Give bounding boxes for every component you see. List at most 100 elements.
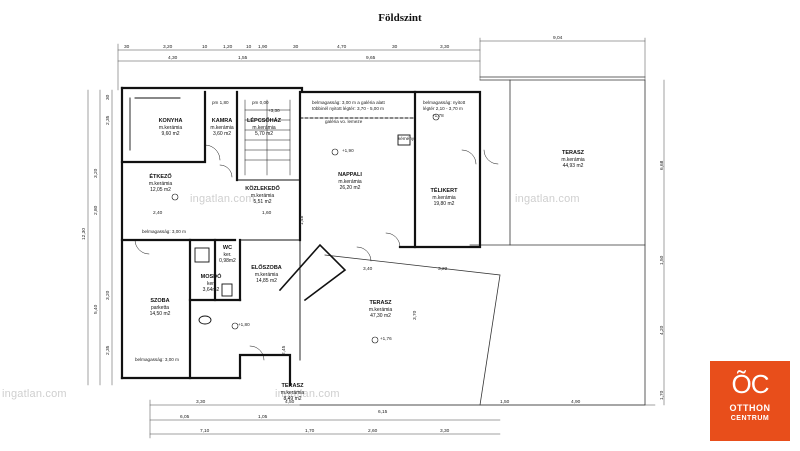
level-marker: +1,90 [342, 148, 354, 153]
ceiling-note: belmagasság: 3,00 m a galéria alatt [312, 100, 385, 105]
dimension-label: 1,48 [300, 215, 305, 225]
room-area: 47,30 m2 [370, 313, 391, 319]
dimension-label: 4,30 [168, 56, 178, 61]
room-nappali: NAPPALI m.kerámia 26,20 m2 [325, 172, 375, 192]
dimension-label: 3,20 [94, 168, 99, 178]
watermark: ingatlan.com [2, 388, 67, 400]
room-name: TÉLIKERT [430, 188, 458, 194]
room-name: TERASZ [281, 383, 304, 389]
dimension-label: 1,70 [305, 429, 315, 434]
dimension-label: 2,35 [106, 115, 111, 125]
room-name: LÉPCSŐHÁZ [247, 118, 281, 124]
dimension-label: 1,90 [258, 45, 268, 50]
room-name: TERASZ [369, 300, 392, 306]
ceiling-note: légtér 2,10 - 3,70 m [423, 106, 463, 111]
room-mosdo: MOSDÓ ker. 3,64m2 [197, 274, 225, 294]
dimension-label: 3,30 [440, 45, 450, 50]
room-floor: m.kerámia [561, 156, 585, 163]
ceiling-note: belmagasság: 3,00 m [135, 357, 179, 362]
room-floor: ker. [223, 251, 232, 258]
room-floor: m.kerámia [148, 180, 173, 187]
dimension-label: 2,60 [368, 429, 378, 434]
dimension-label: 3,22 [438, 267, 448, 272]
level-marker: pm 0,00 [252, 100, 269, 105]
gallery-note: galéria vo. lemeze [325, 119, 363, 124]
ceiling-note: többinél nyitott légtér: 3,70 - 5,00 m [312, 106, 385, 111]
dimension-label: 12,30 [82, 227, 87, 240]
room-floor: m.kerámia [432, 194, 456, 201]
level-marker: +3,30 [268, 108, 280, 113]
watermark: ingatlan.com [190, 193, 255, 205]
dimension-label: 6,68 [660, 160, 665, 170]
watermark: ingatlan.com [515, 193, 580, 205]
dimension-label: 9,65 [366, 56, 376, 61]
dimension-label: 1,20 [223, 45, 233, 50]
room-name: ELŐSZOBA [251, 265, 282, 271]
dimension-label: 3,70 [413, 310, 418, 320]
room-floor: m.kerámia [254, 271, 279, 278]
dimension-label: 4,50 [285, 400, 295, 405]
room-area: 0,98m2 [219, 258, 236, 264]
dimension-label: 9,04 [553, 36, 563, 41]
dimension-label: 6,15 [378, 410, 388, 415]
dimension-label: 5,40 [94, 304, 99, 314]
ceiling-note: belmagasság: nyitott [423, 100, 466, 105]
dimension-label: 1,70 [660, 390, 665, 400]
room-terasz-north: TERASZ m.kerámia 44,93 m2 [548, 150, 598, 170]
level-marker: +1,78 [432, 113, 444, 118]
dimension-label: 6,05 [180, 415, 190, 420]
dimension-label: 2,80 [94, 205, 99, 215]
dimension-label: 1,55 [238, 56, 248, 61]
room-area: 3,60 m2 [212, 131, 232, 137]
room-floor: m.kerámia [252, 124, 276, 131]
room-area: 3,64m2 [202, 287, 220, 293]
dimension-label: 3,30 [440, 429, 450, 434]
room-name: ÉTKEZŐ [149, 174, 172, 180]
room-area: 19,80 m2 [433, 201, 455, 207]
room-area: 9,60 m2 [161, 131, 180, 137]
room-name: NAPPALI [338, 172, 362, 178]
room-area: 14,85 m2 [256, 278, 277, 284]
chimney-label: kémény [398, 136, 415, 141]
level-marker: +1,80 [238, 322, 250, 327]
dimension-label: 30 [106, 94, 111, 100]
room-szoba: SZOBA parketta 14,50 m2 [140, 298, 180, 318]
dimension-label: 3,20 [106, 290, 111, 300]
room-floor: m.kerámia [210, 124, 234, 131]
room-area: 26,20 m2 [339, 185, 361, 191]
room-eloszoba: ELŐSZOBA m.kerámia 14,85 m2 [244, 265, 289, 285]
otthon-centrum-logo: ÕC OTTHON CENTRUM [710, 361, 790, 441]
room-terasz-middle: TERASZ m.kerámia 47,30 m2 [358, 300, 403, 320]
room-name: MOSDÓ [200, 274, 222, 280]
room-name: TERASZ [562, 150, 584, 156]
ceiling-note: belmagasság: 3,00 m [142, 229, 186, 234]
dimension-label: 1,60 [262, 211, 272, 216]
room-area: 5,70 m2 [254, 131, 274, 137]
dimension-label: 2,35 [106, 345, 111, 355]
dimension-label: 4,70 [337, 45, 347, 50]
dimension-label: 4,20 [660, 325, 665, 335]
level-marker: +1,76 [380, 336, 392, 341]
room-floor: m.kerámia [368, 306, 393, 313]
room-kamra: KAMRA m.kerámia 3,60 m2 [206, 118, 238, 138]
level-marker: pm 1,80 [212, 100, 229, 105]
dimension-label: 30 [124, 45, 130, 50]
room-area: 14,50 m2 [149, 311, 171, 317]
room-name: WC [222, 245, 233, 251]
room-area: 5,51 m2 [253, 199, 272, 205]
dimension-label: 7,10 [200, 429, 210, 434]
room-kozlekedo: KÖZLEKEDŐ m.kerámia 5,51 m2 [240, 186, 285, 206]
room-wc: WC ker. 0,98m2 [215, 245, 240, 265]
dimension-label: 2,40 [153, 211, 163, 216]
room-floor: ker. [206, 280, 216, 287]
room-floor: m.kerámia [338, 178, 362, 185]
room-lepcsohaz: LÉPCSŐHÁZ m.kerámia 5,70 m2 [240, 118, 288, 138]
dimension-label: 10 [202, 45, 208, 50]
room-etkezo: ÉTKEZŐ m.kerámia 12,05 m2 [138, 174, 183, 194]
dimension-label: 30 [293, 45, 299, 50]
dimension-label: 3,20 [163, 45, 173, 50]
dimension-label: 3,30 [196, 400, 206, 405]
room-area: 44,93 m2 [562, 163, 584, 169]
room-floor: parketta [150, 304, 170, 311]
